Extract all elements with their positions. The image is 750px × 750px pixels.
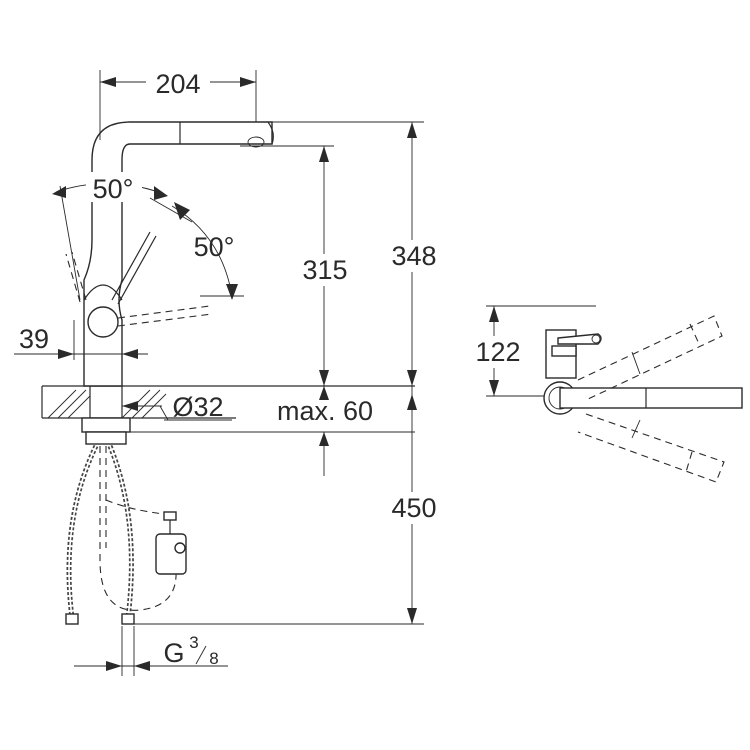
dim-label-315: 315 — [302, 255, 347, 285]
angle-label-1: 50° — [93, 174, 134, 204]
dim-label-g-num: 3 — [189, 633, 198, 652]
dim-450: 450 — [134, 386, 444, 625]
dim-315: 315 — [240, 145, 356, 386]
dim-label-max60: max. 60 — [277, 396, 373, 426]
angle-arcs — [52, 183, 244, 301]
dim-label-g: G — [163, 638, 184, 668]
dim-label-d32: Ø32 — [172, 392, 223, 422]
dim-204: 204 — [99, 66, 257, 140]
countertop — [41, 385, 415, 445]
lever-swivel — [65, 231, 213, 327]
arc-arrow-left — [52, 186, 66, 198]
faucet-body — [83, 121, 274, 387]
arc-arrow-right — [154, 186, 168, 200]
dim-label-g-den: 8 — [209, 649, 218, 668]
side-view: 122 — [470, 305, 743, 483]
dim-label-348: 348 — [391, 241, 436, 271]
dim-diameter: Ø32 — [122, 392, 232, 422]
dim-label-39: 39 — [19, 324, 49, 354]
dim-39: 39 — [14, 320, 148, 360]
arc-arrow-top — [174, 202, 190, 220]
angle-label-2: 50° — [194, 232, 235, 262]
dim-counter: max. 60 — [277, 386, 373, 476]
arc-arrow-bottom — [226, 284, 238, 300]
dim-label-450: 450 — [391, 493, 436, 523]
countertop-hatching — [47, 389, 167, 419]
dim-label-204: 204 — [155, 69, 200, 99]
dim-label-122: 122 — [475, 337, 520, 367]
supply-hoses — [65, 444, 187, 625]
dim-348: 348 — [272, 121, 444, 386]
dim-g38: G 3 8 — [74, 626, 228, 676]
